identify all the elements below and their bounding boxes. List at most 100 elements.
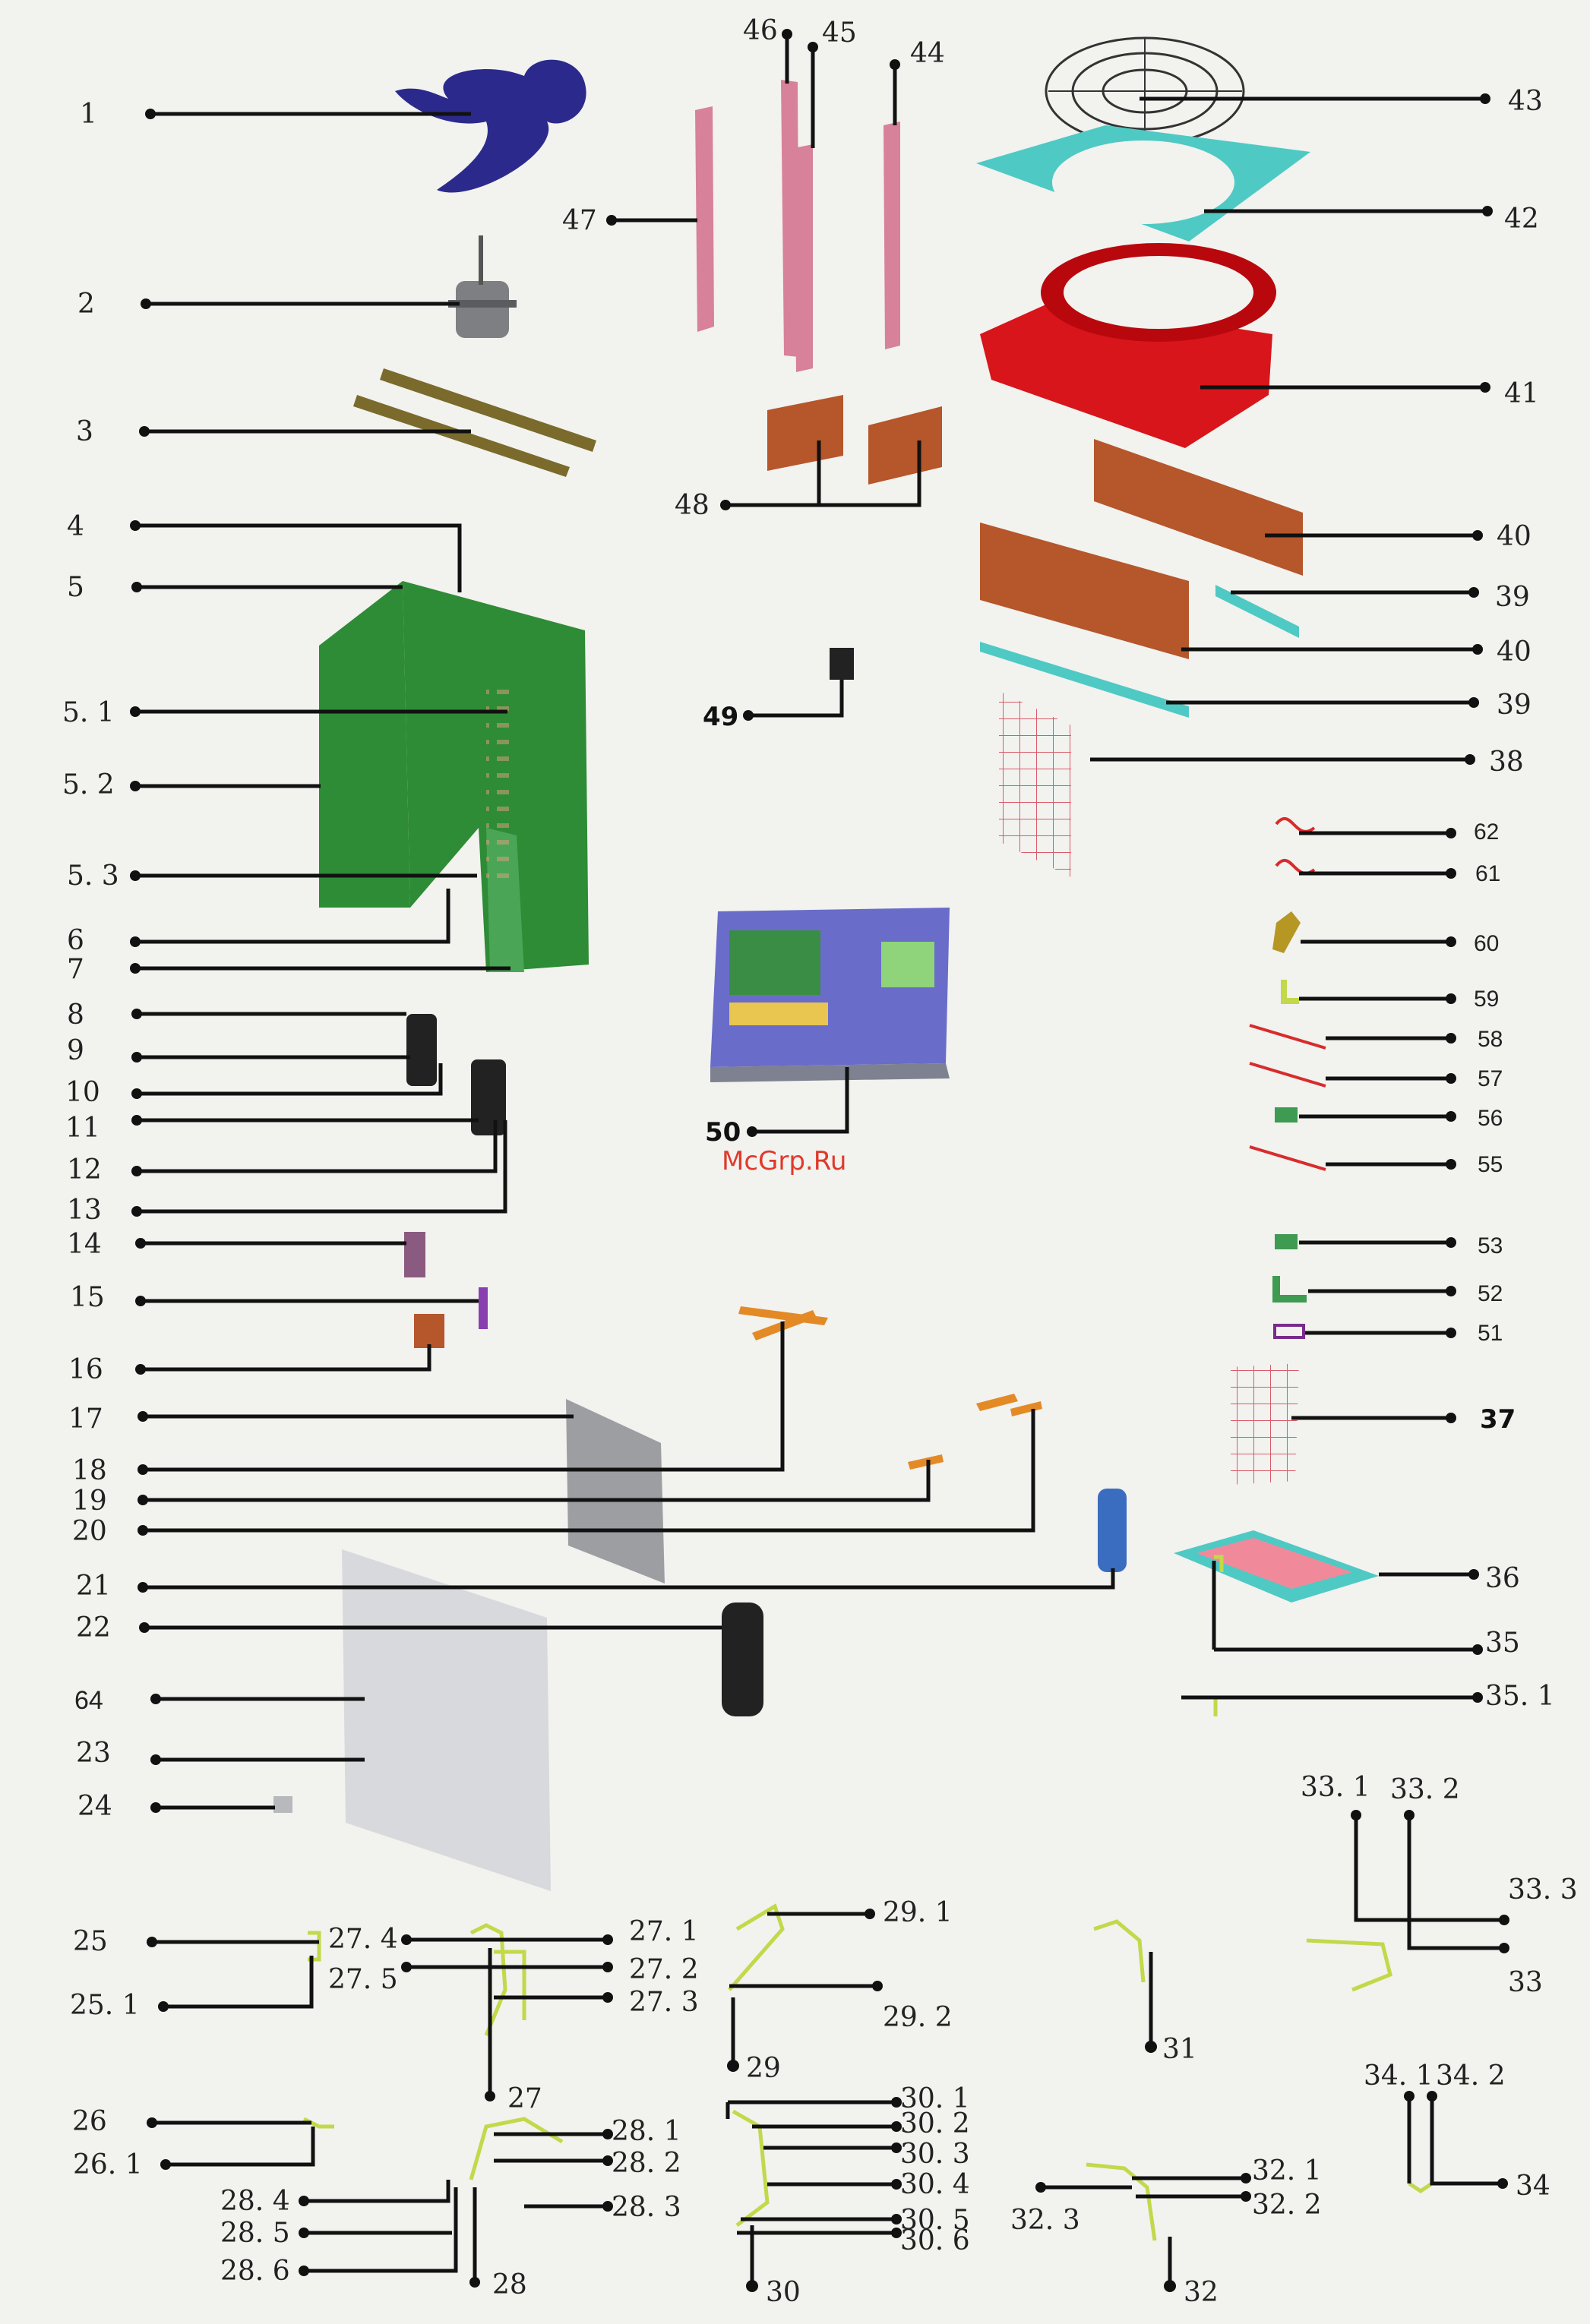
callout-label: 32. 2	[1252, 2190, 1322, 2221]
callout-label: 27. 3	[629, 1987, 699, 2018]
callout-label: 5. 3	[67, 860, 119, 892]
callout-label: 52	[1478, 1281, 1503, 1306]
callout-label: 51	[1478, 1321, 1503, 1346]
callout-label: 38	[1489, 747, 1524, 778]
callout-label: 30. 4	[900, 2169, 970, 2200]
callout-label: 28. 5	[220, 2218, 290, 2249]
labels-right: 4342414039403938626160595857565553525137…	[1474, 86, 1555, 1712]
callout-label: 5. 1	[62, 697, 115, 728]
part-fan-motor	[448, 235, 517, 338]
callout-label: 6	[67, 925, 84, 956]
callout-label: 42	[1504, 204, 1539, 235]
part-control-box	[710, 908, 950, 1082]
callout-label: 29. 2	[883, 2002, 953, 2033]
part-fan-housing	[980, 243, 1276, 448]
callout-label: 13	[67, 1195, 102, 1226]
callout-label: 30. 6	[900, 2225, 970, 2256]
callout-label: 23	[76, 1738, 111, 1769]
callout-label: 33	[1508, 1967, 1543, 1998]
callout-label: 12	[67, 1154, 102, 1186]
callout-label: 49	[703, 702, 738, 732]
callout-label: 33. 2	[1390, 1774, 1460, 1805]
callout-label: 3	[76, 416, 93, 447]
callout-label: 27. 1	[629, 1916, 699, 1947]
callout-label: 30. 1	[900, 2083, 970, 2114]
callout-label: 29. 1	[883, 1897, 953, 1928]
callout-label: 20	[72, 1516, 107, 1547]
callout-label: 14	[67, 1229, 102, 1260]
leader-lines	[135, 34, 1504, 2286]
callout-label: 2	[77, 289, 95, 320]
callout-label: 30. 5	[900, 2205, 970, 2236]
callout-label: 27	[507, 2083, 542, 2114]
callout-label: 64	[74, 1686, 103, 1715]
callout-label: 62	[1474, 819, 1499, 845]
callout-label: 25	[73, 1926, 108, 1957]
part-grid-screen	[999, 691, 1071, 877]
callout-label: 35	[1485, 1628, 1520, 1659]
callout-label: 39	[1497, 690, 1532, 721]
part-capacitor	[830, 648, 854, 680]
part-top-plate	[976, 125, 1310, 242]
callout-label: 7	[67, 954, 84, 985]
callout-label: 58	[1478, 1027, 1503, 1052]
callout-label: 28	[492, 2269, 527, 2300]
callout-label: 11	[65, 1113, 100, 1144]
callout-label: 34	[1516, 2171, 1550, 2202]
callout-label: 28. 2	[612, 2148, 681, 2179]
part-compressors	[406, 1014, 1127, 1716]
callout-label: 32. 3	[1010, 2205, 1080, 2236]
callout-label: 28. 1	[612, 2116, 681, 2147]
callout-label: 35. 1	[1485, 1681, 1555, 1712]
callout-label: 37	[1480, 1404, 1516, 1435]
callout-label: 15	[70, 1282, 105, 1313]
callout-label: 30	[766, 2277, 801, 2308]
callout-label: 33. 3	[1508, 1874, 1578, 1906]
leader-dots	[130, 29, 1509, 2292]
callout-label: 32	[1184, 2277, 1219, 2308]
callout-label: 56	[1478, 1106, 1503, 1131]
part-panels-left	[342, 1399, 665, 1891]
callout-label: 60	[1474, 931, 1499, 956]
callout-label: 24	[77, 1791, 112, 1822]
callout-label: 26. 1	[73, 2149, 143, 2180]
callout-label: 59	[1474, 987, 1499, 1012]
callout-label: 30. 2	[900, 2108, 970, 2139]
callout-label: 28. 6	[220, 2256, 290, 2287]
callout-label: 21	[76, 1571, 111, 1602]
callout-label: 16	[68, 1354, 103, 1385]
callout-label: 34. 2	[1436, 2060, 1506, 2092]
callout-label: 44	[910, 38, 945, 69]
callout-label: 61	[1475, 861, 1500, 886]
part-drain-pan	[1174, 1530, 1379, 1602]
callout-label: 4	[67, 511, 84, 542]
callout-label: 31	[1162, 2034, 1197, 2065]
part-grid-screen-lower	[1231, 1363, 1299, 1485]
callout-label: 10	[65, 1077, 100, 1108]
callout-label: 17	[68, 1404, 103, 1435]
callout-label: 5	[67, 572, 84, 603]
part-wires-right	[1249, 816, 1326, 1339]
callout-label: 30. 3	[900, 2139, 970, 2170]
callout-label: 55	[1478, 1152, 1503, 1177]
callout-label: 28. 4	[220, 2186, 290, 2217]
callout-label: 22	[76, 1612, 111, 1644]
part-brackets	[353, 368, 596, 477]
part-rails	[695, 80, 900, 372]
callout-label: 33. 1	[1301, 1772, 1370, 1803]
part-filter-large	[980, 439, 1303, 718]
callout-label: 32. 1	[1252, 2155, 1322, 2187]
callout-label: 40	[1497, 636, 1532, 668]
callout-label: 28. 3	[612, 2192, 681, 2223]
callout-label: 50	[705, 1117, 741, 1148]
callout-label: 25. 1	[70, 1990, 140, 2021]
part-filters-small	[767, 395, 942, 485]
callout-label: 9	[67, 1035, 84, 1066]
callout-label: 39	[1495, 582, 1530, 613]
callout-label: 1	[80, 99, 97, 130]
callout-label: 41	[1504, 378, 1539, 409]
